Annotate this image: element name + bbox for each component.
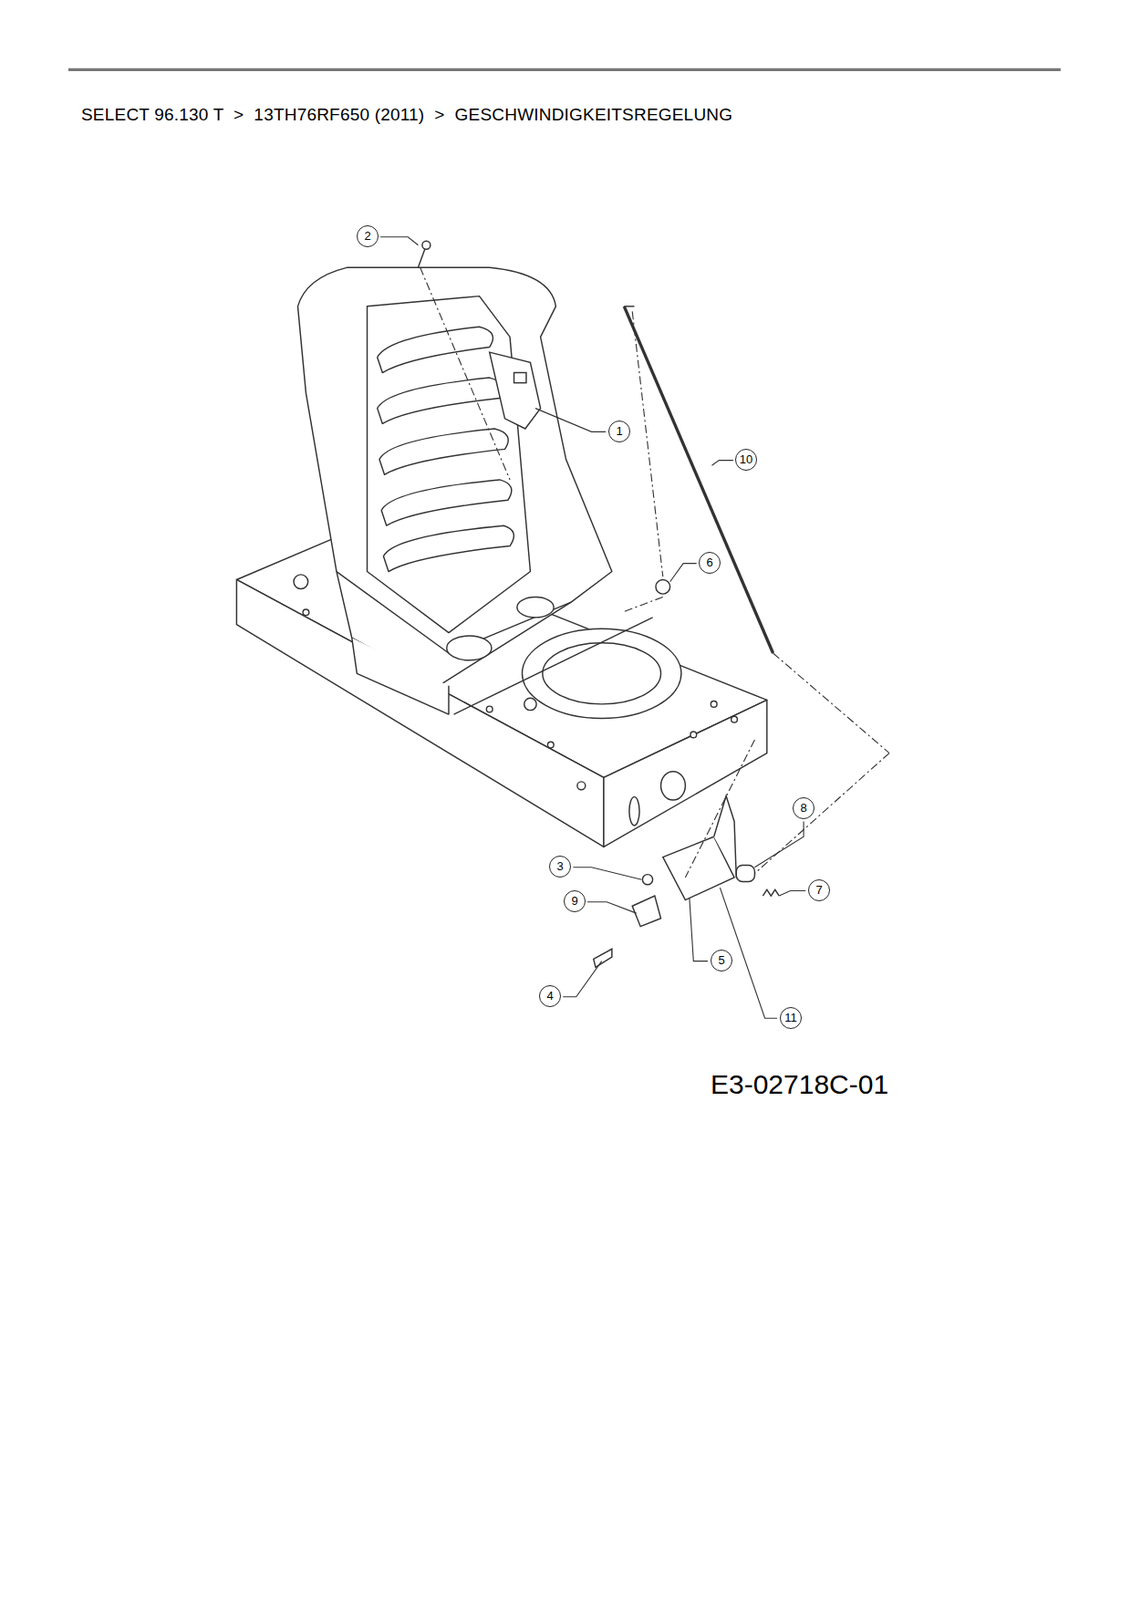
callout-number: 3	[549, 855, 571, 878]
seat	[297, 267, 612, 715]
callout-number: 5	[710, 949, 733, 972]
callout-number: 2	[356, 225, 379, 248]
switch-and-parts	[417, 240, 779, 967]
callout-number: 4	[539, 985, 561, 1007]
callout-number: 10	[735, 448, 758, 471]
leader-lines	[380, 237, 806, 1018]
callout-number: 1	[608, 420, 631, 443]
callout-number: 8	[792, 797, 815, 820]
callout-number: 9	[563, 890, 586, 913]
callout-number: 7	[808, 879, 831, 902]
drawing-code: E3-02718C-01	[710, 1068, 889, 1100]
assembly-lines	[420, 267, 890, 878]
callout-number: 11	[779, 1006, 802, 1029]
callout-number: 6	[698, 551, 721, 574]
top-rule	[68, 68, 1061, 72]
page-title: SELECT 96.130 T > 13TH76RF650 (2011) > G…	[81, 104, 733, 125]
